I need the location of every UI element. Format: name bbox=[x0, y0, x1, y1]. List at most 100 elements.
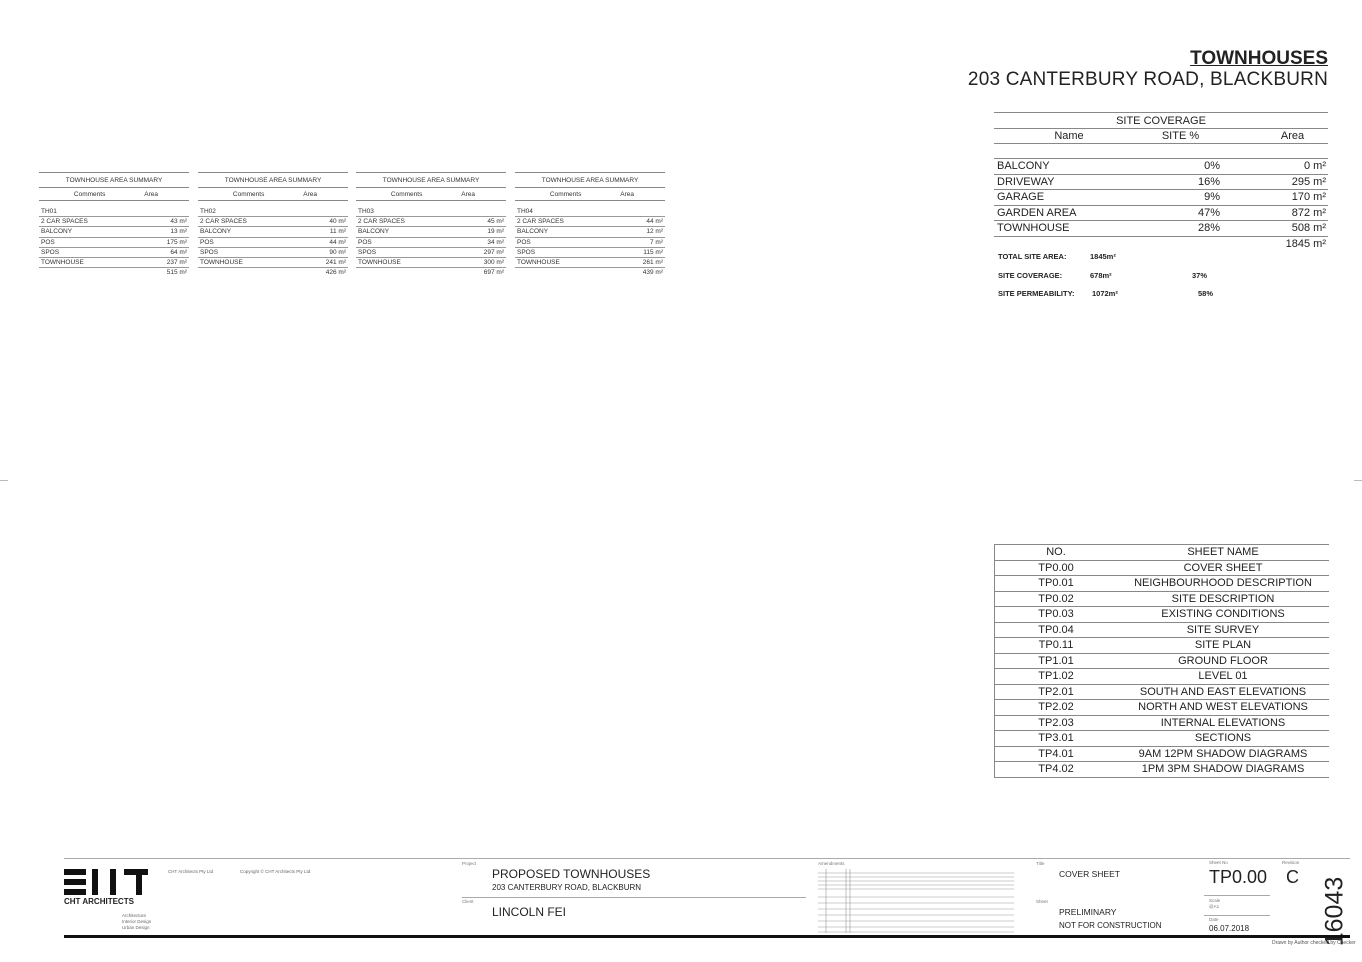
col-name: Name bbox=[1054, 130, 1084, 142]
summary-row: BALCONY 12 m² bbox=[515, 226, 665, 236]
client-label: Client bbox=[462, 899, 474, 904]
revision-label: Revision bbox=[1282, 860, 1300, 865]
coverage-area: 508 m² bbox=[1291, 222, 1326, 234]
sheet-name: INTERNAL ELEVATIONS bbox=[1160, 716, 1286, 729]
sheet-number: TP2.02 bbox=[1038, 701, 1074, 713]
area-summary-table: TOWNHOUSE AREA SUMMARY Comments Area TH0… bbox=[39, 172, 189, 277]
site-permeability-label: SITE PERMEABILITY: bbox=[998, 289, 1075, 298]
summary-row: TOWNHOUSE 237 m² bbox=[39, 257, 189, 267]
summary-row-area: 11 m² bbox=[329, 228, 346, 236]
col-area: Area bbox=[144, 191, 158, 198]
summary-row-area: 19 m² bbox=[487, 228, 504, 236]
scale-divider bbox=[1204, 895, 1270, 896]
sheet-number: TP1.01 bbox=[1038, 654, 1074, 667]
site-coverage-row: GARAGE 9% 170 m² bbox=[994, 189, 1328, 205]
col-area: Area bbox=[1280, 130, 1305, 142]
sheet-list-row: TP2.03 INTERNAL ELEVATIONS bbox=[995, 714, 1329, 731]
sheet-name: SITE SURVEY bbox=[1186, 623, 1260, 636]
firm-line-2: Interior Design bbox=[122, 919, 152, 924]
summary-group-id: TH01 bbox=[41, 208, 57, 215]
title-label: Title bbox=[1036, 861, 1045, 866]
summary-total: 697 m² bbox=[356, 267, 506, 277]
summary-heading: TOWNHOUSE AREA SUMMARY bbox=[39, 172, 189, 188]
summary-row-area: 34 m² bbox=[487, 238, 504, 246]
col-comments: Comments bbox=[390, 191, 423, 198]
summary-row-area: 261 m² bbox=[642, 259, 663, 267]
summary-total: 439 m² bbox=[515, 267, 665, 277]
sheet-no: TP0.00 bbox=[1209, 867, 1268, 887]
col-comments: Comments bbox=[73, 191, 106, 198]
summary-row-label: TOWNHOUSE bbox=[41, 259, 84, 267]
sheet-list-row: TP1.01 GROUND FLOOR bbox=[995, 652, 1329, 669]
sheet-name: 9AM 12PM SHADOW DIAGRAMS bbox=[1138, 747, 1308, 760]
summary-row: SPOS 115 m² bbox=[515, 246, 665, 257]
title-block-bar bbox=[64, 935, 1350, 938]
sheet-name: NEIGHBOURHOOD DESCRIPTION bbox=[1134, 577, 1312, 589]
sheet-list-row: TP0.03 EXISTING CONDITIONS bbox=[995, 606, 1329, 622]
coverage-pct: 0% bbox=[1204, 160, 1220, 172]
summary-heading: TOWNHOUSE AREA SUMMARY bbox=[515, 172, 665, 188]
sheet-list-row: TP2.01 SOUTH AND EAST ELEVATIONS bbox=[995, 683, 1329, 700]
summary-row-area: 7 m² bbox=[650, 238, 663, 246]
summary-row: BALCONY 11 m² bbox=[198, 226, 348, 236]
site-permeability-pct: 58% bbox=[1198, 289, 1214, 298]
sheet-list-row: TP0.02 SITE DESCRIPTION bbox=[995, 590, 1329, 607]
sheet-name: SITE PLAN bbox=[1194, 639, 1252, 651]
col-area: Area bbox=[620, 191, 634, 198]
sheet-list-row: TP4.01 9AM 12PM SHADOW DIAGRAMS bbox=[995, 745, 1329, 762]
status-not-for-construction: NOT FOR CONSTRUCTION bbox=[1059, 921, 1162, 930]
summary-row: POS 34 m² bbox=[356, 236, 506, 247]
sheet-name: EXISTING CONDITIONS bbox=[1161, 608, 1285, 620]
site-coverage-table: SITE COVERAGE Name SITE % Area BALCONY 0… bbox=[994, 112, 1328, 250]
site-coverage-pct: 37% bbox=[1192, 271, 1208, 280]
summary-row-area: 43 m² bbox=[170, 218, 187, 225]
sheet-name: SITE DESCRIPTION bbox=[1171, 592, 1275, 605]
total-site-area-label: TOTAL SITE AREA: bbox=[998, 252, 1067, 261]
margin-tick-left bbox=[0, 480, 8, 481]
summary-row-label: 2 CAR SPACES bbox=[41, 218, 88, 225]
sheet-list-row: TP0.04 SITE SURVEY bbox=[995, 621, 1329, 638]
summary-row: 2 CAR SPACES 45 m² bbox=[356, 216, 506, 226]
sheet-number: TP0.02 bbox=[1038, 592, 1074, 605]
area-summary-table: TOWNHOUSE AREA SUMMARY Comments Area TH0… bbox=[198, 172, 348, 277]
drawn-by: Drawn by Author checked by Checker bbox=[1272, 940, 1356, 946]
sheet-list-row: TP0.01 NEIGHBOURHOOD DESCRIPTION bbox=[995, 575, 1329, 591]
coverage-area: 170 m² bbox=[1291, 191, 1326, 203]
summary-row: 2 CAR SPACES 40 m² bbox=[198, 216, 348, 226]
summary-row: SPOS 90 m² bbox=[198, 246, 348, 257]
scale-value: @A1 bbox=[1209, 904, 1220, 909]
summary-row-label: POS bbox=[358, 238, 372, 246]
project-divider bbox=[462, 897, 806, 898]
col-no: NO. bbox=[1046, 546, 1066, 558]
sheet-number: TP2.01 bbox=[1038, 685, 1074, 698]
total-site-area-value: 1845m² bbox=[1090, 252, 1116, 261]
summary-row-label: 2 CAR SPACES bbox=[200, 218, 247, 225]
site-coverage-row: BALCONY 0% 0 m² bbox=[994, 158, 1328, 174]
summary-columns: Comments Area bbox=[198, 188, 348, 201]
site-coverage-columns: Name SITE % Area bbox=[994, 128, 1328, 144]
sheet-number: TP3.01 bbox=[1038, 732, 1074, 744]
site-coverage-row: DRIVEWAY 16% 295 m² bbox=[994, 173, 1328, 190]
summary-columns: Comments Area bbox=[356, 188, 506, 201]
summary-heading: TOWNHOUSE AREA SUMMARY bbox=[198, 172, 348, 188]
amendments-table bbox=[818, 869, 1014, 933]
sheet-name: NORTH AND WEST ELEVATIONS bbox=[1138, 701, 1308, 713]
summary-row: POS 44 m² bbox=[198, 236, 348, 247]
coverage-pct: 28% bbox=[1197, 222, 1220, 234]
summary-row: 2 CAR SPACES 44 m² bbox=[515, 216, 665, 226]
summary-row-label: POS bbox=[200, 238, 214, 246]
coverage-pct: 47% bbox=[1197, 206, 1220, 219]
sheet-name: SOUTH AND EAST ELEVATIONS bbox=[1139, 685, 1307, 698]
firm-line-1: Architecture bbox=[122, 913, 147, 918]
col-comments: Comments bbox=[232, 191, 265, 198]
title-block: CHT ARCHITECTS CHT Architects Pty Ltd Ar… bbox=[64, 858, 1350, 946]
area-summary-table: TOWNHOUSE AREA SUMMARY Comments Area TH0… bbox=[356, 172, 506, 277]
summary-row: 2 CAR SPACES 43 m² bbox=[39, 216, 189, 226]
summary-row-area: 12 m² bbox=[646, 228, 663, 236]
summary-row-area: 241 m² bbox=[325, 259, 346, 267]
summary-row-label: 2 CAR SPACES bbox=[358, 218, 405, 225]
summary-heading: TOWNHOUSE AREA SUMMARY bbox=[356, 172, 506, 188]
col-sheet-name: SHEET NAME bbox=[1187, 546, 1259, 558]
page-subtitle: 203 CANTERBURY ROAD, BLACKBURN bbox=[967, 69, 1328, 90]
